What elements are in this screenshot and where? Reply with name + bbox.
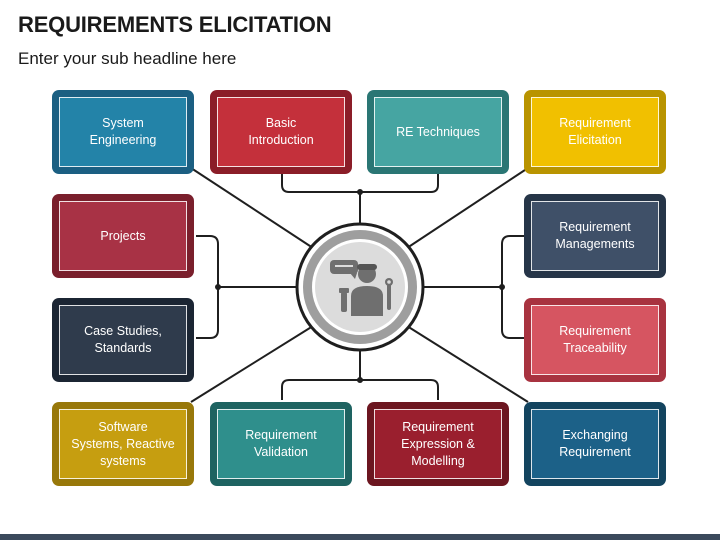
topic-card-label: System Engineering: [59, 97, 187, 167]
topic-card[interactable]: Case Studies, Standards: [52, 298, 194, 382]
connector-line: [406, 325, 529, 403]
connector-dot: [357, 377, 363, 383]
topic-card[interactable]: System Engineering: [52, 90, 194, 174]
connector-line: [190, 325, 314, 403]
topic-card-label: Requirement Traceability: [531, 305, 659, 375]
topic-card-label: RE Techniques: [374, 97, 502, 167]
topic-card-label: Requirement Validation: [217, 409, 345, 479]
topic-card-label: Requirement Expression & Modelling: [374, 409, 502, 479]
engineer-with-tools-icon: [295, 222, 425, 352]
topic-card-label: Case Studies, Standards: [59, 305, 187, 375]
topic-card-label: Projects: [59, 201, 187, 271]
connector-dot: [357, 189, 363, 195]
topic-card[interactable]: Basic Introduction: [210, 90, 352, 174]
topic-card[interactable]: Exchanging Requirement: [524, 402, 666, 486]
topic-card-label: Basic Introduction: [217, 97, 345, 167]
connector-line: [190, 167, 314, 249]
topic-card-label: Exchanging Requirement: [531, 409, 659, 479]
topic-card[interactable]: Requirement Elicitation: [524, 90, 666, 174]
page-subtitle: Enter your sub headline here: [18, 49, 237, 68]
central-hub: [295, 222, 425, 352]
topic-card[interactable]: Projects: [52, 194, 194, 278]
topic-card-label: Requirement Managements: [531, 201, 659, 271]
topic-card[interactable]: Requirement Validation: [210, 402, 352, 486]
page-title: REQUIREMENTS ELICITATION: [18, 12, 332, 37]
topic-card[interactable]: Software Systems, Reactive systems: [52, 402, 194, 486]
connector-bracket: [501, 235, 524, 339]
topic-card-label: Software Systems, Reactive systems: [59, 409, 187, 479]
topic-card[interactable]: Requirement Expression & Modelling: [367, 402, 509, 486]
connector-line: [406, 167, 529, 249]
footer-bar: [0, 534, 720, 540]
topic-card[interactable]: Requirement Managements: [524, 194, 666, 278]
connector-bracket: [196, 235, 219, 339]
topic-card[interactable]: Requirement Traceability: [524, 298, 666, 382]
connector-dot: [499, 284, 505, 290]
connector-dot: [215, 284, 221, 290]
topic-card-label: Requirement Elicitation: [531, 97, 659, 167]
topic-card[interactable]: RE Techniques: [367, 90, 509, 174]
